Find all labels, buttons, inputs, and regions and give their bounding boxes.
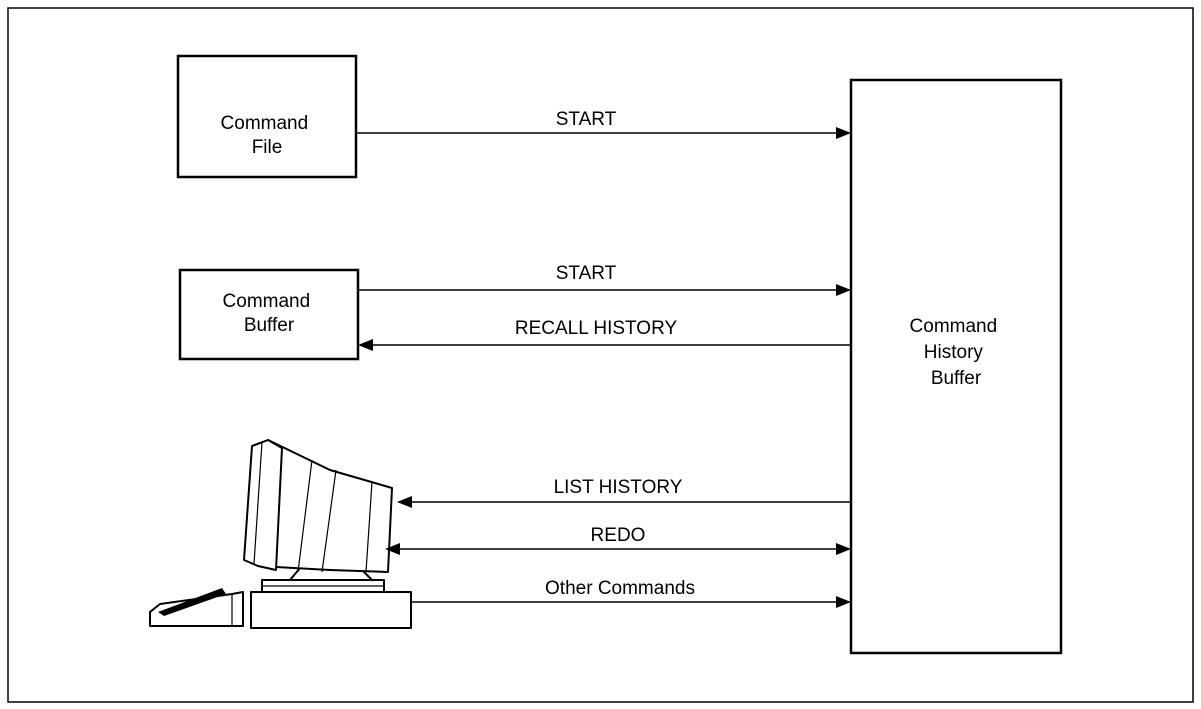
edge-redo: REDO	[385, 525, 851, 555]
command-file-node: Command File	[178, 56, 356, 177]
edge-other-commands: Other Commands	[411, 578, 851, 608]
edge-redo-label: REDO	[591, 525, 646, 546]
edge-buffer-start: START	[358, 263, 851, 296]
command-file-label-line2: File	[252, 137, 283, 158]
command-history-buffer-label-line2: History	[924, 342, 984, 363]
edge-other-commands-arrowhead	[836, 596, 851, 608]
edge-buffer-start-arrowhead	[836, 284, 851, 296]
keyboard-body	[150, 592, 243, 626]
edge-list-history-arrowhead	[397, 496, 412, 508]
computer-terminal-icon	[150, 440, 411, 628]
edge-recall-history: RECALL HISTORY	[358, 318, 851, 351]
edge-redo-arrowhead-right	[836, 543, 851, 555]
edge-other-commands-label: Other Commands	[545, 578, 695, 599]
command-buffer-label-line2: Buffer	[244, 315, 295, 336]
edge-recall-history-label: RECALL HISTORY	[515, 318, 678, 339]
edge-recall-history-arrowhead	[358, 339, 373, 351]
command-history-buffer-node: Command History Buffer	[851, 80, 1061, 653]
edge-file-start: START	[356, 109, 851, 139]
command-file-label-line1: Command	[221, 113, 309, 134]
command-buffer-node: Command Buffer	[180, 270, 358, 359]
edge-list-history-label: LIST HISTORY	[554, 477, 683, 498]
command-history-buffer-label-line1: Command	[910, 316, 998, 337]
edge-file-start-label: START	[556, 109, 617, 130]
command-history-buffer-box	[851, 80, 1061, 653]
command-buffer-label-line1: Command	[223, 291, 311, 312]
command-history-buffer-label-line3: Buffer	[931, 368, 982, 389]
edge-buffer-start-label: START	[556, 263, 617, 284]
edge-list-history: LIST HISTORY	[397, 477, 851, 508]
terminal-base	[251, 592, 411, 628]
edge-file-start-arrowhead	[836, 127, 851, 139]
monitor-screen	[244, 440, 282, 570]
